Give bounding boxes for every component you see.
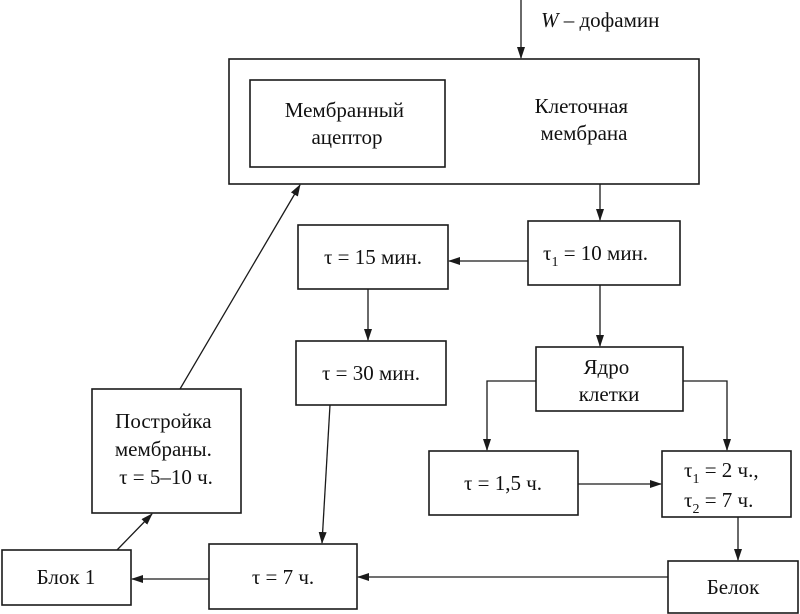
protein-box <box>667 560 799 614</box>
block1-box <box>1 549 132 606</box>
tau-pair-label: τ1 = 2 ч., τ2 = 7 ч. <box>684 458 764 517</box>
membrane-build-box <box>91 388 242 514</box>
tau-15min-box <box>297 224 449 290</box>
block1-label: Блок 1 <box>37 565 96 589</box>
tau-30min-label: τ = 30 мин. <box>322 361 420 385</box>
tau-1-5h-label: τ = 1,5 ч. <box>464 471 542 495</box>
protein-label: Белок <box>707 575 760 599</box>
tau-1-5h-box <box>428 450 579 516</box>
membrane-build-label: Постройка мембраны. τ = 5–10 ч. <box>115 409 217 489</box>
tau1-10min-label: τ1 = 10 мин. <box>543 241 648 270</box>
tau-7h-label: τ = 7 ч. <box>252 565 314 589</box>
membrane-acceptor-box <box>249 79 446 168</box>
tau-7h-box <box>208 543 358 610</box>
tau1-10min-box <box>527 220 681 286</box>
input-label: W – дофамин <box>541 8 659 32</box>
arrow-nucleus-to-tau1-5 <box>483 380 536 451</box>
tau-30min-box <box>295 340 447 406</box>
cell-membrane-label: Клеточная мембрана <box>535 94 634 145</box>
arrow-nucleus-to-tau-pair <box>683 380 731 451</box>
arrow-tau30-to-tau7 <box>318 404 331 544</box>
membrane-acceptor-label: Мембранный ацептор <box>285 98 410 149</box>
tau-15min-label: τ = 15 мин. <box>324 245 422 269</box>
nucleus-box <box>535 346 684 412</box>
arrow-membrane-build-to-membrane <box>179 184 301 390</box>
tau-pair-box <box>661 450 792 518</box>
arrow-block1-to-membrane-build <box>116 513 153 551</box>
nucleus-label: Ядро клетки <box>579 355 640 406</box>
